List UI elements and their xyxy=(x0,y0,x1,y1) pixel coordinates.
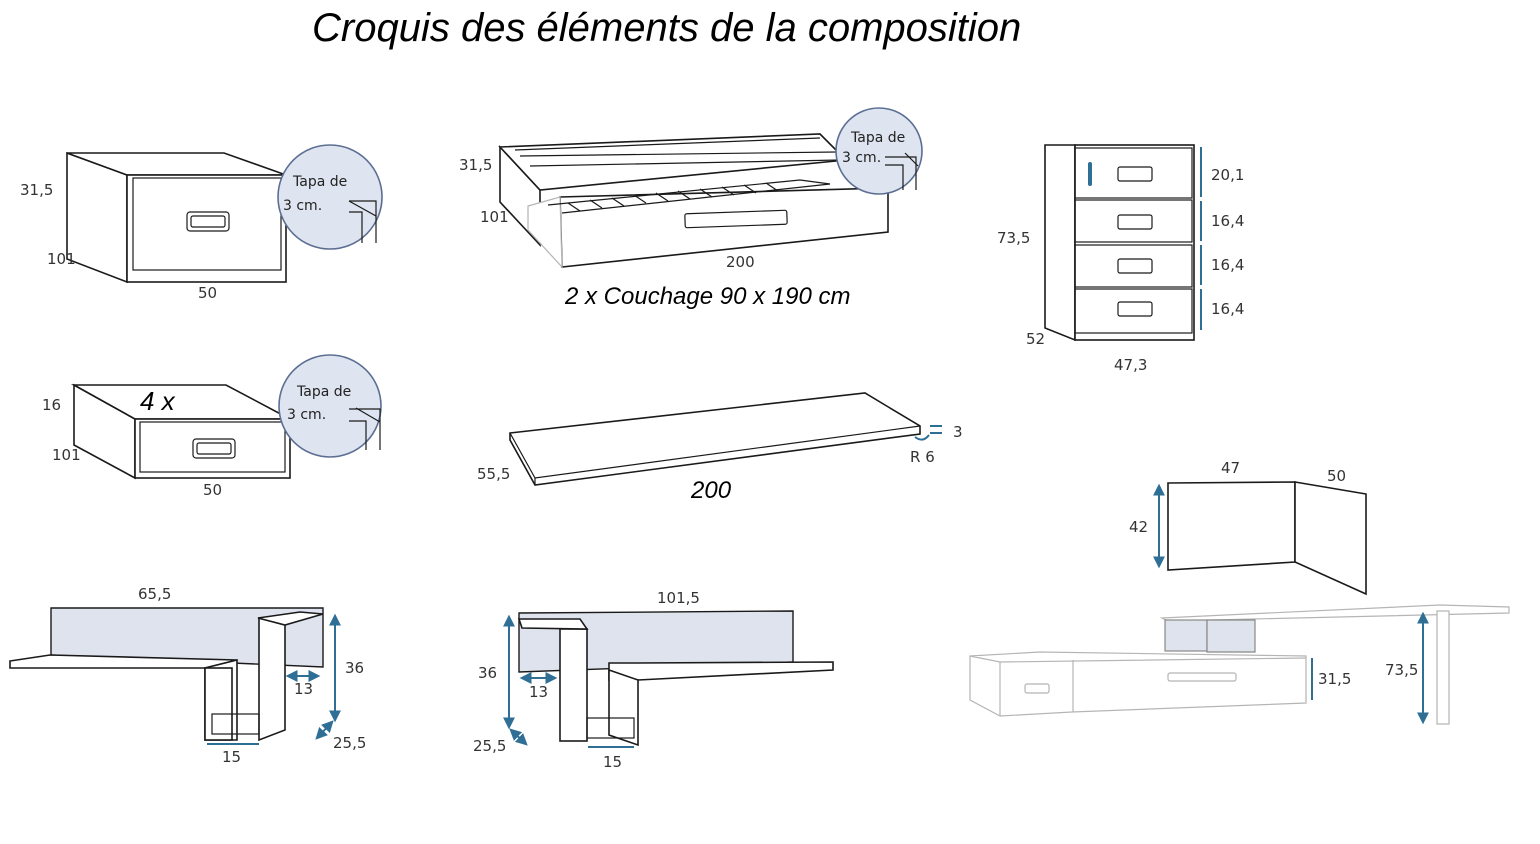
handle-icon xyxy=(192,438,236,459)
slats xyxy=(547,179,831,214)
shelf-right-base: 15 xyxy=(603,753,622,771)
corner-panel-module: 42 47 50 xyxy=(1129,459,1367,596)
bed-base-module: 31,5 101 50 Tapa de 3 cm. xyxy=(20,144,383,302)
top-detail-circle: Tapa de 3 cm. xyxy=(835,107,923,195)
assembly-base-height: 31,5 xyxy=(1318,670,1351,688)
corner-height: 42 xyxy=(1129,518,1148,536)
assembly-total-height: 73,5 xyxy=(1385,661,1418,679)
chest-height: 73,5 xyxy=(997,229,1030,247)
svg-text:Tapa de: Tapa de xyxy=(850,130,905,146)
desk-depth: 55,5 xyxy=(477,465,510,483)
drawer-quantity: 4 x xyxy=(140,386,176,416)
drawer-4-height: 16,4 xyxy=(1211,300,1244,318)
shelf-left-width: 65,5 xyxy=(138,585,171,603)
chest-depth: 52 xyxy=(1026,330,1045,348)
drawer-handle-icon xyxy=(1117,214,1153,230)
shelf-left-height: 36 xyxy=(345,659,364,677)
desk-length: 200 xyxy=(690,477,732,504)
top-detail-circle: Tapa de 3 cm. xyxy=(277,144,383,250)
assembly-module: 31,5 73,5 xyxy=(969,604,1510,725)
shelf-left-inner: 13 xyxy=(294,680,313,698)
corner-width-b: 50 xyxy=(1327,467,1346,485)
shelf-left-base: 15 xyxy=(222,748,241,766)
shelf-right-module: 36 13 25,5 15 101,5 xyxy=(473,589,834,771)
drawer-2-height: 16,4 xyxy=(1211,212,1244,230)
desk-thickness: 3 xyxy=(953,423,963,441)
shelf-right-inner: 13 xyxy=(529,683,548,701)
svg-text:Tapa de: Tapa de xyxy=(292,174,347,190)
bed-depth: 101 xyxy=(480,208,509,226)
drawer-handle-icon xyxy=(1117,166,1153,182)
shelf-left-depth: 25,5 xyxy=(333,734,366,752)
bed-base-depth: 101 xyxy=(47,250,76,268)
drawer-1-height: 20,1 xyxy=(1211,166,1244,184)
drawer-module: 4 x 16 101 50 Tapa de 3 cm. xyxy=(42,354,382,499)
bed-length: 200 xyxy=(726,253,755,271)
chest-module: 20,1 16,4 16,4 16,4 73,5 52 47,3 xyxy=(997,144,1244,374)
drawer-handle-icon xyxy=(1117,258,1153,274)
shelf-right-width: 101,5 xyxy=(657,589,700,607)
svg-text:Tapa de: Tapa de xyxy=(296,384,351,400)
handle-icon xyxy=(186,211,230,232)
corner-width-a: 47 xyxy=(1221,459,1240,477)
drawer-3-height: 16,4 xyxy=(1211,256,1244,274)
shelf-right-depth: 25,5 xyxy=(473,737,506,755)
bed-caption: 2 x Couchage 90 x 190 cm xyxy=(564,283,851,310)
shelf-right-height: 36 xyxy=(478,664,497,682)
bed-height: 31,5 xyxy=(459,156,492,174)
svg-text:3 cm.: 3 cm. xyxy=(842,150,881,166)
drawer-depth: 101 xyxy=(52,446,81,464)
trundle-bed-module: 31,5 101 200 2 x Couchage 90 x 190 cm Ta… xyxy=(459,107,923,310)
svg-text:3 cm.: 3 cm. xyxy=(287,407,326,423)
bed-base-width: 50 xyxy=(198,284,217,302)
drawer-height: 16 xyxy=(42,396,61,414)
desk-top-module: 55,5 200 3 R 6 xyxy=(477,392,963,504)
drawer-width: 50 xyxy=(203,481,222,499)
shelf-left-module: 65,5 36 13 25,5 15 xyxy=(9,585,366,766)
top-detail-circle: Tapa de 3 cm. xyxy=(278,354,382,458)
drawer-handle-icon xyxy=(1117,301,1153,317)
page-title: Croquis des éléments de la composition xyxy=(312,6,1022,50)
chest-width: 47,3 xyxy=(1114,356,1147,374)
desk-radius: R 6 xyxy=(910,448,935,466)
bed-handle-icon xyxy=(684,209,788,229)
bed-base-height: 31,5 xyxy=(20,181,53,199)
svg-text:3 cm.: 3 cm. xyxy=(283,198,322,214)
